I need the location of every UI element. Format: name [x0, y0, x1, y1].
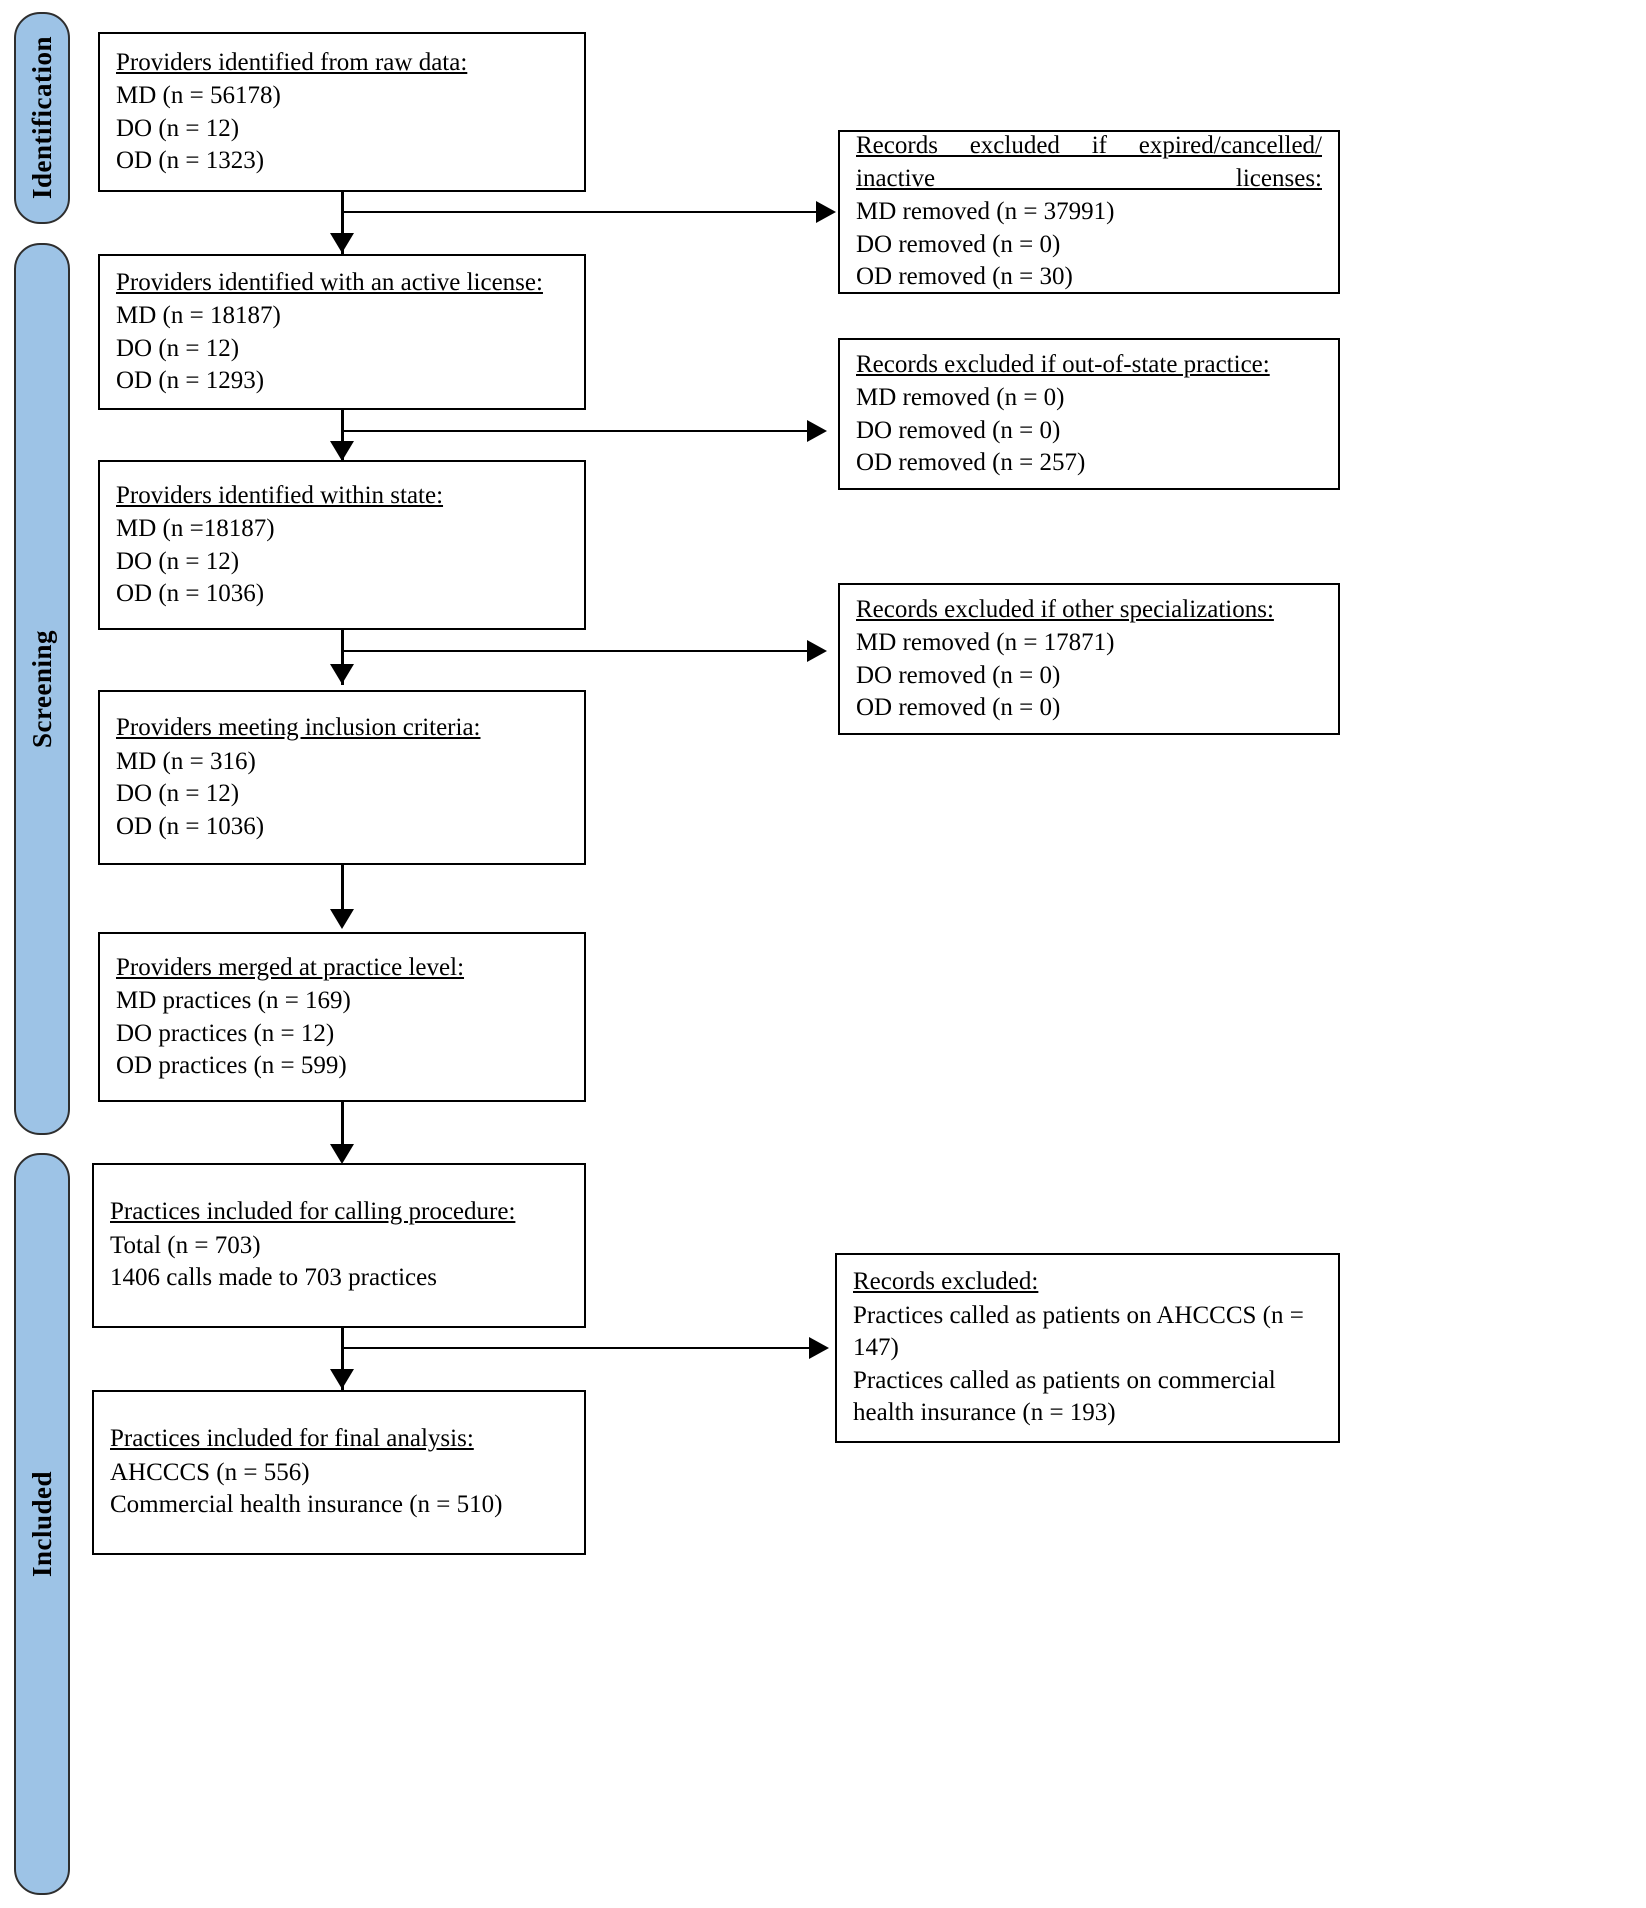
flow-box-within-state-line-2: DO (n = 12) [116, 547, 240, 575]
flow-box-calling-procedure-title: Practices included for calling procedure… [110, 1198, 516, 1226]
connector-raw-to-excluded-licenses [341, 211, 818, 213]
connector-raw-to-active [341, 192, 344, 254]
flow-box-merged-practice-line-3: OD practices (n = 599) [116, 1052, 347, 1079]
arrowhead-right-excluded-specializations [807, 640, 827, 662]
exclusion-box-specializations-line-3: OD removed (n = 0) [856, 694, 1061, 721]
connector-merged-to-calling [341, 1102, 344, 1152]
flow-box-merged-practice: Providers merged at practice level: MD p… [98, 932, 586, 1102]
flow-box-final-analysis-line-2: Commercial health insurance (n = 510) [110, 1491, 503, 1519]
exclusion-box-final-line-1: Practices called as patients on AHCCCS (… [853, 1301, 1304, 1362]
stage-bar-included: Included [14, 1153, 70, 1895]
exclusion-box-out-of-state-line-2: DO removed (n = 0) [856, 416, 1061, 444]
connector-inclusion-to-merged [341, 865, 344, 917]
flow-box-within-state-line-1: MD (n =18187) [116, 515, 275, 542]
arrowhead-right-excluded-final [809, 1337, 829, 1359]
arrowhead-right-excluded-out-of-state [807, 420, 827, 442]
exclusion-box-licenses-title: Records excluded if expired/cancelled/ i… [856, 132, 1322, 192]
exclusion-box-final-title: Records excluded: [853, 1268, 1039, 1296]
flow-box-active-license-line-1: MD (n = 18187) [116, 302, 281, 329]
flow-box-calling-procedure-line-2: 1406 calls made to 703 practices [110, 1264, 437, 1292]
flow-box-raw-data-title: Providers identified from raw data: [116, 48, 468, 76]
flow-box-within-state-title: Providers identified within state: [116, 481, 444, 509]
flow-box-within-state: Providers identified within state: MD (n… [98, 460, 586, 630]
connector-within-state-to-inclusion [341, 630, 344, 685]
exclusion-box-specializations-line-1: MD removed (n = 17871) [856, 629, 1115, 656]
flow-box-merged-practice-line-1: MD practices (n = 169) [116, 987, 351, 1014]
exclusion-box-out-of-state-line-3: OD removed (n = 257) [856, 449, 1086, 476]
exclusion-box-final-line-2: Practices called as patients on commerci… [853, 1366, 1276, 1427]
flow-box-inclusion-criteria: Providers meeting inclusion criteria: MD… [98, 690, 586, 865]
exclusion-box-specializations-title: Records excluded if other specialization… [856, 595, 1274, 623]
arrowhead-down-final-analysis [330, 1369, 354, 1389]
stage-bar-screening: Screening [14, 243, 70, 1135]
flow-box-calling-procedure-line-1: Total (n = 703) [110, 1231, 261, 1259]
flow-box-calling-procedure: Practices included for calling procedure… [92, 1163, 586, 1328]
exclusion-box-licenses-line-2: DO removed (n = 0) [856, 230, 1061, 258]
arrowhead-down-inclusion-criteria [330, 664, 354, 684]
flow-box-raw-data: Providers identified from raw data: MD (… [98, 32, 586, 192]
arrowhead-down-merged-practice [330, 909, 354, 929]
flow-box-inclusion-criteria-line-1: MD (n = 316) [116, 747, 256, 775]
flow-box-inclusion-criteria-line-2: DO (n = 12) [116, 780, 240, 807]
arrowhead-down-calling-procedure [330, 1144, 354, 1164]
exclusion-box-out-of-state-title: Records excluded if out-of-state practic… [856, 350, 1270, 378]
flow-box-raw-data-line-2: DO (n = 12) [116, 114, 240, 142]
flow-box-merged-practice-title: Providers merged at practice level: [116, 953, 465, 981]
flow-box-final-analysis-line-1: AHCCCS (n = 556) [110, 1458, 310, 1486]
flow-box-final-analysis-title: Practices included for final analysis: [110, 1425, 474, 1453]
exclusion-box-licenses: Records excluded if expired/cancelled/ i… [838, 130, 1340, 294]
connector-active-to-excluded-out-of-state [341, 430, 809, 432]
flow-box-final-analysis: Practices included for final analysis: A… [92, 1390, 586, 1555]
connector-calling-to-final [341, 1328, 344, 1390]
exclusion-box-licenses-line-3: OD removed (n = 30) [856, 263, 1073, 291]
flow-box-active-license-line-3: OD (n = 1293) [116, 367, 265, 394]
arrowhead-right-excluded-licenses [816, 201, 836, 223]
stage-label-screening: Screening [26, 630, 57, 748]
flow-box-active-license-line-2: DO (n = 12) [116, 334, 240, 362]
arrowhead-down-active-license [330, 233, 354, 253]
flow-box-raw-data-line-1: MD (n = 56178) [116, 82, 281, 109]
flow-box-active-license-title: Providers identified with an active lice… [116, 268, 543, 296]
stage-bar-identification: Identification [14, 12, 70, 224]
arrowhead-down-within-state [330, 441, 354, 461]
exclusion-box-out-of-state: Records excluded if out-of-state practic… [838, 338, 1340, 490]
exclusion-box-final: Records excluded: Practices called as pa… [835, 1253, 1340, 1443]
flow-box-active-license: Providers identified with an active lice… [98, 254, 586, 410]
connector-within-state-to-excluded-specializations [341, 650, 809, 652]
exclusion-box-specializations-line-2: DO removed (n = 0) [856, 661, 1061, 689]
flow-box-within-state-line-3: OD (n = 1036) [116, 580, 265, 607]
exclusion-box-out-of-state-line-1: MD removed (n = 0) [856, 384, 1065, 411]
exclusion-box-licenses-line-1: MD removed (n = 37991) [856, 198, 1115, 226]
connector-active-to-within-state [341, 410, 344, 462]
flow-box-inclusion-criteria-line-3: OD (n = 1036) [116, 812, 265, 840]
connector-calling-to-excluded-final [341, 1347, 811, 1349]
stage-label-included: Included [26, 1470, 57, 1578]
flow-box-merged-practice-line-2: DO practices (n = 12) [116, 1019, 335, 1047]
exclusion-box-specializations: Records excluded if other specialization… [838, 583, 1340, 735]
stage-label-identification: Identification [26, 36, 57, 200]
flow-box-inclusion-criteria-title: Providers meeting inclusion criteria: [116, 714, 481, 741]
flow-box-raw-data-line-3: OD (n = 1323) [116, 147, 265, 174]
